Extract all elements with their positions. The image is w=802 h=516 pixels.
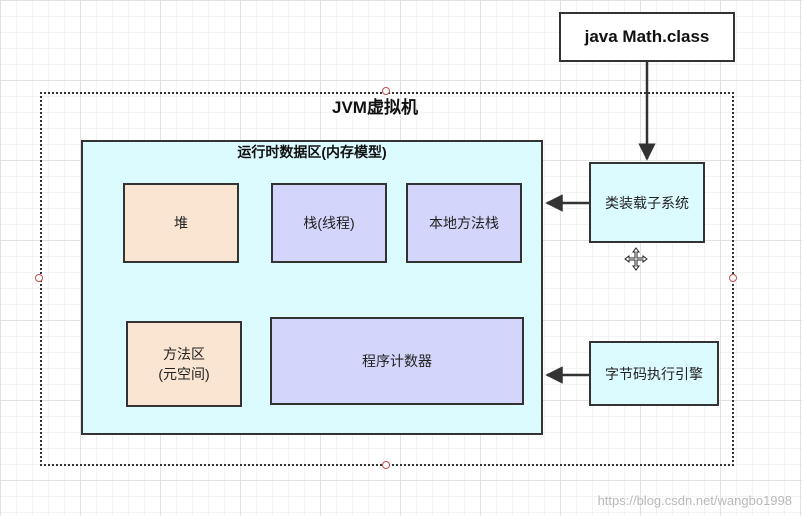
program-counter-label: 程序计数器 <box>362 353 432 369</box>
method-area-label: 方法区 <box>163 346 205 362</box>
selection-handle-bottom[interactable] <box>382 461 390 469</box>
class-loader-box[interactable]: 类装载子系统 <box>589 162 705 243</box>
method-area-box[interactable]: 方法区 (元空间) <box>126 321 242 407</box>
stack-box[interactable]: 栈(线程) <box>271 183 387 263</box>
native-method-stack-box[interactable]: 本地方法栈 <box>406 183 522 263</box>
heap-box[interactable]: 堆 <box>123 183 239 263</box>
stack-label: 栈(线程) <box>303 215 355 231</box>
heap-label: 堆 <box>174 215 188 231</box>
metaspace-label: (元空间) <box>158 366 210 382</box>
watermark-text: https://blog.csdn.net/wangbo1998 <box>597 493 792 508</box>
native-method-stack-label: 本地方法栈 <box>429 215 499 231</box>
move-cursor-icon <box>624 247 648 271</box>
execution-engine-box[interactable]: 字节码执行引擎 <box>589 341 719 406</box>
java-class-label: java Math.class <box>584 27 710 46</box>
java-class-input-box[interactable]: java Math.class <box>559 12 735 62</box>
class-loader-label: 类装载子系统 <box>605 194 689 211</box>
execution-engine-label: 字节码执行引擎 <box>605 365 703 382</box>
runtime-data-area-title: 运行时数据区(内存模型) <box>237 144 387 160</box>
selection-handle-right[interactable] <box>729 274 737 282</box>
selection-handle-top[interactable] <box>382 87 390 95</box>
selection-handle-left[interactable] <box>35 274 43 282</box>
jvm-title: JVM虚拟机 <box>332 98 418 117</box>
program-counter-box[interactable]: 程序计数器 <box>270 317 524 405</box>
